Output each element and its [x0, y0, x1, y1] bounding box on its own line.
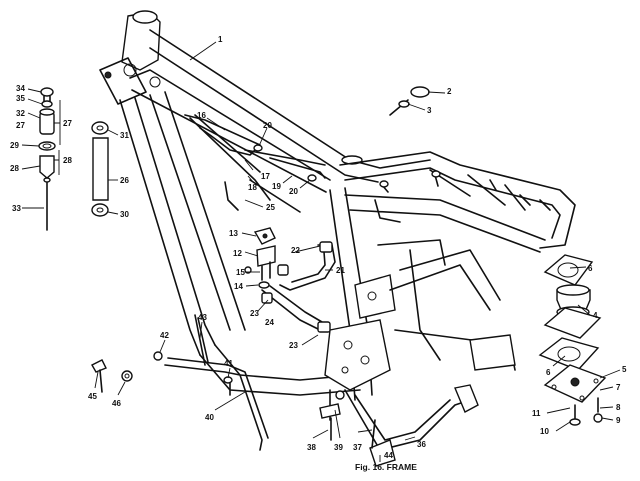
callout-23a: 23 — [250, 309, 259, 318]
callout-1: 1 — [218, 35, 223, 44]
callout-14: 14 — [234, 282, 243, 291]
callout-37: 37 — [353, 443, 362, 452]
filler-cap — [389, 86, 430, 116]
callout-21: 21 — [336, 266, 345, 275]
callout-17: 17 — [261, 172, 270, 181]
callout-29: 29 — [10, 141, 19, 150]
callout-27a: 27 — [63, 119, 72, 128]
callout-3: 3 — [427, 106, 432, 115]
callout-13: 13 — [229, 229, 238, 238]
callout-16: 16 — [197, 111, 206, 120]
callout-40: 40 — [205, 413, 214, 422]
callout-28b: 28 — [10, 164, 19, 173]
callout-43: 43 — [198, 313, 207, 322]
callout-32: 32 — [16, 109, 25, 118]
leader-lines — [21, 41, 621, 462]
callout-12: 12 — [233, 249, 242, 258]
callout-labels: 1 2 3 4 5 6 6 7 8 9 10 11 12 13 14 15 16… — [10, 35, 627, 460]
callout-27b: 27 — [16, 121, 25, 130]
callout-10: 10 — [540, 427, 549, 436]
callout-6a: 6 — [588, 264, 593, 273]
hoses — [261, 241, 336, 333]
callout-33: 33 — [12, 204, 21, 213]
callout-41: 41 — [224, 359, 233, 368]
callout-20a: 20 — [263, 121, 272, 130]
rubber-mounts — [538, 254, 607, 426]
callout-44: 44 — [384, 451, 393, 460]
callout-46: 46 — [112, 399, 121, 408]
callout-35: 35 — [16, 94, 25, 103]
callout-39: 39 — [334, 443, 343, 452]
callout-38: 38 — [307, 443, 316, 452]
callout-20b: 20 — [289, 187, 298, 196]
callout-7: 7 — [616, 383, 621, 392]
callout-5: 5 — [622, 365, 627, 374]
callout-18: 18 — [248, 183, 257, 192]
callout-28a: 28 — [63, 156, 72, 165]
callout-22: 22 — [291, 246, 300, 255]
callout-8: 8 — [616, 403, 621, 412]
stands — [91, 314, 479, 467]
left-parts — [38, 87, 109, 231]
callout-24: 24 — [265, 318, 274, 327]
clamp-brackets — [244, 227, 276, 289]
callout-23b: 23 — [289, 341, 298, 350]
callout-36: 36 — [417, 440, 426, 449]
callout-34: 34 — [16, 84, 25, 93]
callout-30: 30 — [120, 210, 129, 219]
callout-31: 31 — [120, 131, 129, 140]
callout-4: 4 — [593, 311, 598, 320]
choke-cable — [184, 114, 326, 213]
callout-6b: 6 — [546, 368, 551, 377]
callout-45: 45 — [88, 392, 97, 401]
callout-15: 15 — [236, 268, 245, 277]
figure-caption: Fig. 16. FRAME — [355, 462, 417, 472]
callout-19: 19 — [272, 182, 281, 191]
callout-9: 9 — [616, 416, 621, 425]
callout-25: 25 — [266, 203, 275, 212]
callout-26: 26 — [120, 176, 129, 185]
callout-2: 2 — [447, 87, 452, 96]
main-frame — [99, 10, 576, 401]
callout-11: 11 — [532, 409, 541, 418]
callout-42: 42 — [160, 331, 169, 340]
